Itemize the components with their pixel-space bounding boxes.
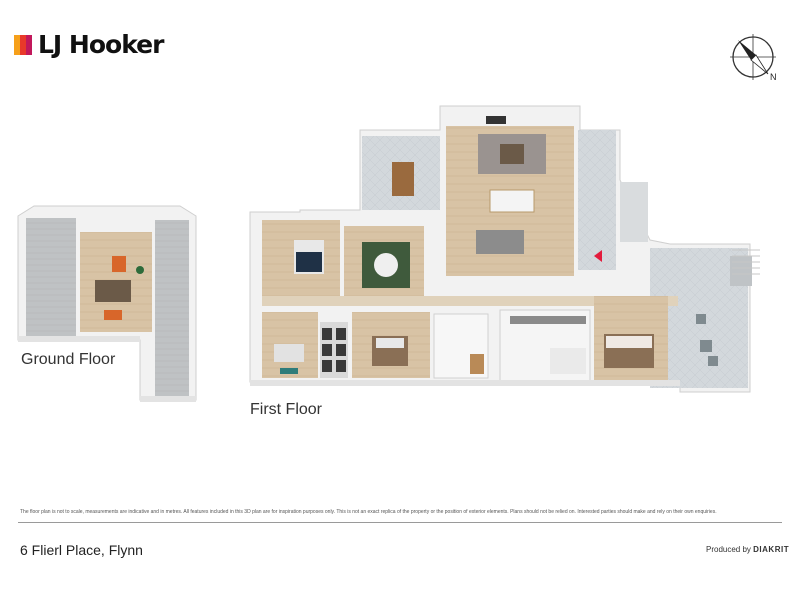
- disclaimer-text: The floor plan is not to scale, measurem…: [20, 509, 717, 515]
- produced-by: Produced by DIAKRIT: [706, 545, 789, 554]
- brand-logo: LJ Hooker: [14, 30, 164, 59]
- brand-name: LJ Hooker: [38, 30, 164, 59]
- entrance-marker-icon: [594, 250, 602, 262]
- ground-floor-plan: [17, 205, 197, 402]
- floorplan-3d: [17, 105, 760, 402]
- compass-north-label: N: [770, 72, 777, 82]
- logo-mark-icon: [14, 34, 32, 55]
- property-address: 6 Flierl Place, Flynn: [20, 542, 143, 558]
- producer-name: DIAKRIT: [753, 545, 790, 554]
- produced-by-prefix: Produced by: [706, 545, 751, 554]
- first-floor-plan: [249, 105, 760, 393]
- compass-icon: [730, 34, 776, 80]
- footer-divider: [18, 522, 782, 523]
- ground-floor-label: Ground Floor: [21, 351, 116, 368]
- first-floor-label: First Floor: [250, 401, 322, 418]
